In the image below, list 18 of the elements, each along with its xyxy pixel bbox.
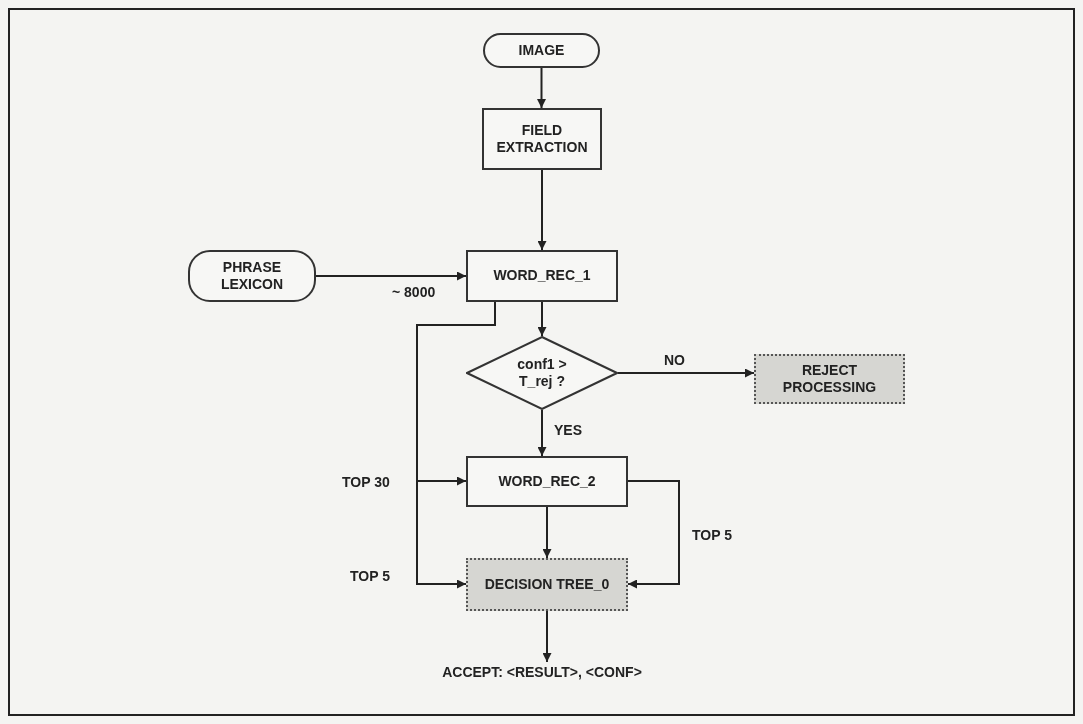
arrow [617, 368, 755, 378]
arrow [627, 480, 680, 589]
arrow [537, 301, 547, 337]
terminal-box: IMAGE [483, 33, 600, 68]
arrow [315, 271, 467, 281]
process-box: WORD_REC_2 [466, 456, 628, 507]
process-box: FIELD EXTRACTION [482, 108, 602, 170]
arrow [542, 506, 552, 559]
process-box: REJECT PROCESSING [754, 354, 905, 404]
arrow [537, 409, 547, 457]
terminal-box: PHRASE LEXICON [188, 250, 316, 302]
process-box: WORD_REC_1 [466, 250, 618, 302]
arrow [537, 169, 547, 251]
output-text: ACCEPT: <RESULT>, <CONF> [400, 662, 684, 684]
arrow [537, 67, 546, 109]
process-box: DECISION TREE_0 [466, 558, 628, 611]
arrow [542, 610, 552, 663]
decision-diamond: conf1 > T_rej ? [466, 336, 618, 410]
